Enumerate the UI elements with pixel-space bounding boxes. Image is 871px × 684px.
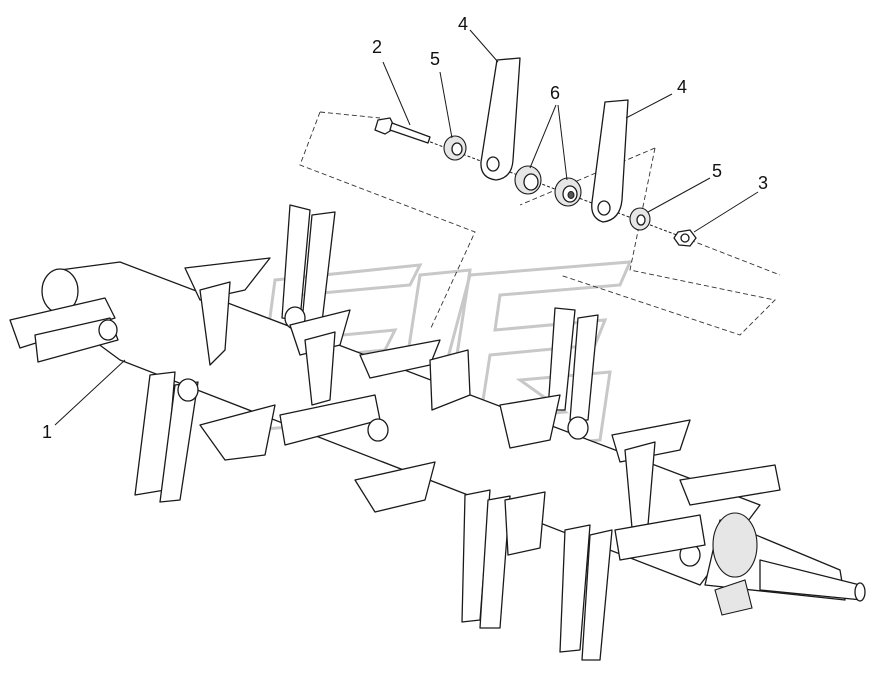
callout-label-4-left: 4 bbox=[458, 14, 469, 34]
nut-part-3 bbox=[673, 229, 697, 247]
washer-part-5-left bbox=[443, 135, 467, 161]
callout-label-5-right: 5 bbox=[712, 161, 723, 181]
washer-part-5-right bbox=[629, 207, 651, 231]
callout-label-2: 2 bbox=[372, 37, 383, 57]
callout-label-1: 1 bbox=[42, 422, 53, 442]
rotor-blades bbox=[9, 204, 781, 661]
rotor-shaft bbox=[41, 261, 866, 616]
bolt-part-2 bbox=[374, 117, 431, 144]
callout-leaders bbox=[54, 29, 759, 426]
callout-label-4-right: 4 bbox=[677, 77, 688, 97]
bushing-part-6-left bbox=[514, 165, 542, 195]
callout-label-6: 6 bbox=[550, 83, 561, 103]
exploded-parts bbox=[374, 57, 697, 247]
bushing-part-6-right bbox=[554, 177, 582, 207]
callout-label-5-left: 5 bbox=[430, 49, 441, 69]
callout-label-3: 3 bbox=[758, 173, 769, 193]
blade-part-4-right bbox=[591, 99, 629, 223]
blade-part-4-left bbox=[480, 57, 521, 181]
